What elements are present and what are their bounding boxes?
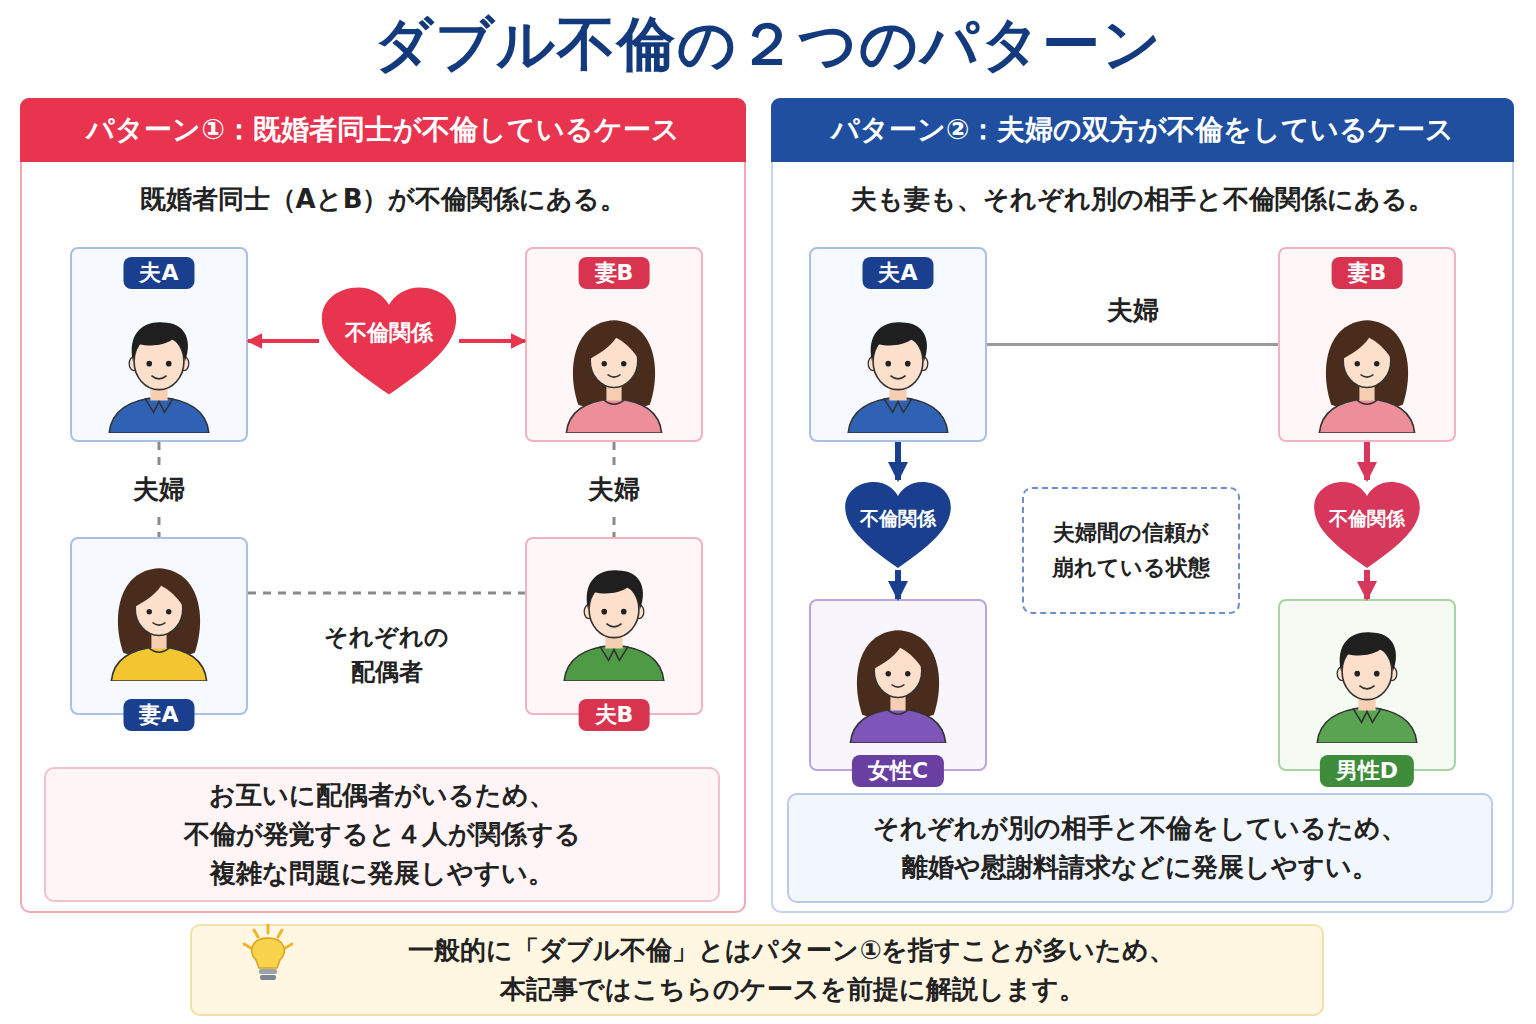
- heart-badge: 不倫関係: [843, 480, 953, 570]
- heart-badge: 不倫関係: [1312, 480, 1422, 570]
- relation-arrow: [459, 339, 525, 343]
- person-illustration: [549, 551, 679, 681]
- bulb-base: [259, 969, 277, 974]
- diagram-title: ダブル不倫の２つのパターン: [0, 6, 1536, 84]
- lightbulb-icon: [244, 925, 292, 980]
- person-card: 妻A: [70, 537, 248, 715]
- light-ray: [267, 925, 270, 933]
- relation-line: [613, 442, 616, 537]
- relation-arrow: [248, 339, 319, 343]
- relation-line: [248, 592, 525, 595]
- panel-heading: パターン①：既婚者同士が不倫しているケース: [20, 98, 746, 162]
- person-tag: 夫A: [123, 257, 194, 289]
- light-ray: [254, 930, 258, 937]
- person-illustration: [833, 303, 963, 433]
- heart-label: 不倫関係: [843, 480, 953, 570]
- pattern-panel: パターン①：既婚者同士が不倫しているケース既婚者同士（AとB）が不倫関係にある。…: [20, 98, 746, 913]
- relation-line: [158, 442, 161, 537]
- person-tag: 夫B: [579, 699, 650, 731]
- relation-arrow: [895, 570, 901, 599]
- pattern-panel: パターン②：夫婦の双方が不倫をしているケース夫も妻も、それぞれ別の相手と不倫関係…: [771, 98, 1514, 913]
- person-tag: 妻A: [123, 699, 194, 731]
- summary-box: それぞれが別の相手と不倫をしているため、 離婚や慰謝料請求などに発展しやすい。: [787, 793, 1493, 903]
- person-tag: 女性C: [852, 755, 944, 787]
- status-text: 夫婦間の信頼が 崩れている状態: [1024, 516, 1238, 584]
- person-figure: [848, 322, 948, 433]
- light-ray: [244, 944, 251, 948]
- heart-badge: 不倫関係: [319, 285, 459, 397]
- status-box: 夫婦間の信頼が 崩れている状態: [1022, 487, 1240, 614]
- light-ray: [278, 930, 282, 937]
- heart-label: 不倫関係: [1312, 480, 1422, 570]
- person-figure: [566, 320, 661, 433]
- panel-subtitle: 既婚者同士（AとB）が不倫関係にある。: [22, 182, 744, 217]
- summary-text: 一般的に「ダブル不倫」とはパターン①を指すことが多いため、 本記事ではこちらのケ…: [262, 931, 1322, 1009]
- summary-text: それぞれが別の相手と不倫をしているため、 離婚や慰謝料請求などに発展しやすい。: [789, 809, 1491, 887]
- panel-heading: パターン②：夫婦の双方が不倫をしているケース: [771, 98, 1514, 162]
- person-figure: [564, 570, 664, 681]
- person-tag: 妻B: [1332, 257, 1403, 289]
- person-card: 妻B: [1278, 247, 1456, 442]
- person-figure: [850, 630, 945, 743]
- person-figure: [111, 568, 206, 681]
- heart-label: 不倫関係: [319, 285, 459, 397]
- person-card: 妻B: [525, 247, 703, 442]
- person-card: 夫A: [70, 247, 248, 442]
- summary-box: お互いに配偶者がいるため、 不倫が発覚すると４人が関係する 複雑な問題に発展しや…: [44, 767, 720, 902]
- bulb-glass: [252, 938, 284, 968]
- person-illustration: [94, 303, 224, 433]
- person-card: 夫A: [809, 247, 987, 442]
- relation-arrow: [1364, 442, 1370, 480]
- person-card: 夫B: [525, 537, 703, 715]
- bulb-base: [260, 975, 276, 980]
- person-tag: 夫A: [862, 257, 933, 289]
- tip-box: 一般的に「ダブル不倫」とはパターン①を指すことが多いため、 本記事ではこちらのケ…: [190, 924, 1324, 1016]
- person-illustration: [1302, 303, 1432, 433]
- person-figure: [1317, 632, 1417, 743]
- person-figure: [109, 322, 209, 433]
- relation-arrow: [895, 442, 901, 480]
- person-card: 男性D: [1278, 599, 1456, 771]
- summary-text: お互いに配偶者がいるため、 不倫が発覚すると４人が関係する 複雑な問題に発展しや…: [46, 776, 718, 893]
- relation-line: [987, 343, 1278, 346]
- person-figure: [1319, 320, 1414, 433]
- light-ray: [285, 944, 292, 948]
- person-tag: 男性D: [1320, 755, 1414, 787]
- relation-arrow: [1364, 570, 1370, 599]
- panel-subtitle: 夫も妻も、それぞれ別の相手と不倫関係にある。: [773, 182, 1512, 217]
- person-illustration: [1302, 613, 1432, 743]
- person-illustration: [94, 551, 224, 681]
- person-tag: 妻B: [579, 257, 650, 289]
- person-illustration: [549, 303, 679, 433]
- person-card: 女性C: [809, 599, 987, 771]
- person-illustration: [833, 613, 963, 743]
